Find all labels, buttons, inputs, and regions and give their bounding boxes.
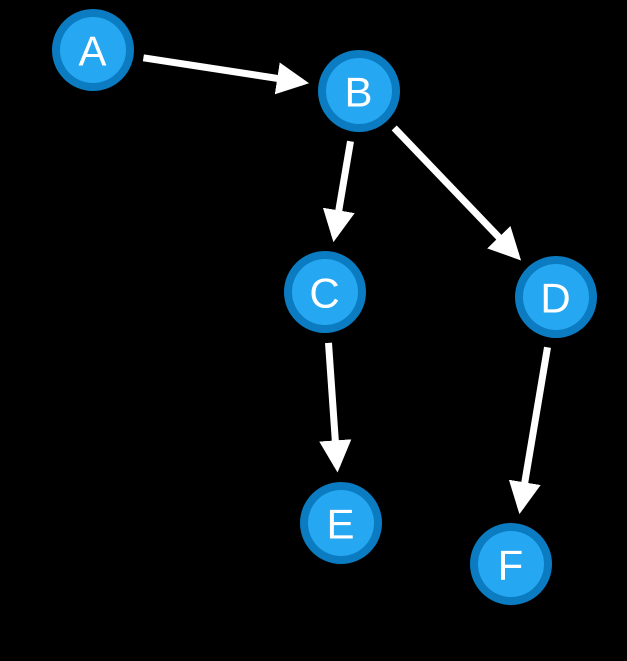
node-label-E: E bbox=[326, 501, 355, 548]
node-body bbox=[478, 531, 544, 597]
edge-D-F bbox=[508, 346, 551, 515]
nodes-layer: A B C D E F bbox=[52, 9, 597, 605]
node-body bbox=[523, 264, 589, 330]
node-label-C: C bbox=[309, 270, 340, 317]
node-label-F: F bbox=[498, 542, 525, 589]
node-body bbox=[60, 17, 126, 83]
node-body bbox=[308, 490, 374, 556]
node-B[interactable]: B bbox=[318, 50, 400, 132]
edge-B-D bbox=[391, 125, 522, 261]
node-label-B: B bbox=[344, 69, 373, 116]
node-body bbox=[326, 58, 392, 124]
node-label-D: D bbox=[540, 275, 571, 322]
edge-B-C bbox=[322, 140, 355, 243]
node-F[interactable]: F bbox=[470, 523, 552, 605]
node-label-A: A bbox=[78, 28, 107, 75]
node-body bbox=[292, 259, 358, 325]
edge-C-E bbox=[319, 342, 352, 473]
node-C[interactable]: C bbox=[284, 251, 366, 333]
edges-layer bbox=[142, 54, 551, 515]
node-E[interactable]: E bbox=[300, 482, 382, 564]
node-A[interactable]: A bbox=[52, 9, 134, 91]
edge-A-B bbox=[142, 54, 310, 95]
node-D[interactable]: D bbox=[515, 256, 597, 338]
